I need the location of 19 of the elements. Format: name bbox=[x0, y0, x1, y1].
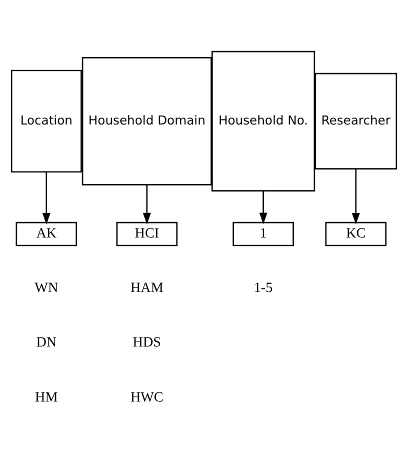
node-box: AK bbox=[16, 222, 78, 246]
label: HDS bbox=[132, 334, 162, 351]
node-box: Household Domain bbox=[82, 57, 212, 186]
node-box: HCI bbox=[116, 222, 178, 246]
label: HAM bbox=[130, 280, 164, 296]
label: 1-5 bbox=[254, 280, 273, 296]
label: HM bbox=[35, 389, 58, 406]
node-box: Researcher bbox=[314, 72, 398, 170]
arrow bbox=[352, 168, 360, 224]
arrow bbox=[259, 190, 268, 224]
label: WN bbox=[34, 280, 58, 296]
arrow bbox=[42, 172, 50, 224]
node-box: KC bbox=[325, 222, 386, 246]
label: HWC bbox=[130, 389, 164, 406]
node-box: 1 bbox=[232, 222, 294, 246]
label: DN bbox=[36, 334, 57, 351]
node-box: Location bbox=[10, 70, 82, 173]
arrow bbox=[142, 184, 151, 224]
node-box: Household No. bbox=[212, 50, 316, 192]
